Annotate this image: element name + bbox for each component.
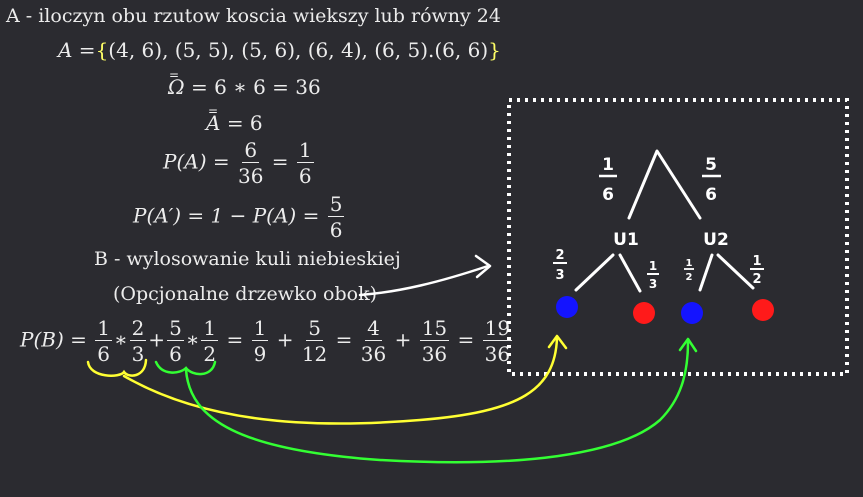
a-card-symbol: A= [206,104,221,135]
yellow-underline [86,358,148,377]
tree-right-den: 6 [705,185,717,205]
a-set-rhs: (4, 6), (5, 5), (5, 6), (6, 4), (6, 5).(… [108,38,489,62]
u1-right-num: 1 [649,259,657,273]
op-eq-2: = [335,327,353,352]
u2-left-num: 1 [686,258,693,269]
pa-lhs: P(A) = [163,149,230,174]
tree-frame [507,98,849,376]
red-ball-u1 [633,302,655,324]
event-a-title: A - iloczyn obu rzutow koscia wiekszy lu… [6,5,501,27]
omega-eq: = 6 ∗ 6 = 36 [190,75,321,99]
left-brace-icon: { [95,38,109,62]
a-set-line: A ={(4, 6), (5, 5), (5, 6), (6, 4), (6, … [58,40,501,60]
u2-right-den: 2 [752,272,761,287]
blue-ball-u1 [556,296,578,318]
note-arrow-head-icon [474,254,492,279]
urn-1-label: U1 [613,230,639,250]
tree-left-num: 1 [602,155,614,175]
a-set-lhs: A = [58,38,96,62]
green-arrow-head-icon [678,337,698,353]
u1-left-num: 2 [555,248,564,263]
u1-right-den: 3 [649,277,657,291]
op-plus-3: + [394,327,412,352]
u2-left-den: 2 [686,272,693,283]
op-plus-2: + [276,327,294,352]
yellow-arrow [122,336,559,425]
u2-branches [698,253,755,292]
op-plus-1: + [148,327,166,352]
op-eq-3: = [457,327,475,352]
green-underline [154,360,217,376]
op-eq-1: = [226,327,244,352]
tree-note: (Opcjonalne drzewko obok) [113,283,378,305]
event-b-title: B - wylosowanie kuli niebieskiej [94,248,401,270]
a-card-eq: = 6 [226,111,263,135]
red-ball-u2 [752,299,774,321]
u1-left-den: 3 [555,268,564,283]
u2-right-num: 1 [752,254,761,269]
tree-right-num: 5 [705,155,717,175]
omega-line: Ω= = 6 ∗ 6 = 36 [168,68,321,99]
pb-lhs: P(B) = [20,327,87,352]
note-arrow [358,264,490,297]
op-times-2: ∗ [185,327,200,352]
a-card-line: A= = 6 [206,104,263,135]
tree-left-den: 6 [602,185,614,205]
u1-branches [574,253,642,293]
pa-eq2: = [271,149,289,174]
blue-ball-u2 [681,302,703,324]
yellow-arrow-head-icon [547,334,568,350]
right-brace-icon: } [488,38,501,62]
tree-top-branches [627,149,702,220]
urn-2-label: U2 [703,230,729,250]
omega-symbol: Ω= [168,68,185,99]
op-times-1: ∗ [113,327,128,352]
green-arrow [184,340,690,464]
pa-comp-lhs: P(A′) = 1 − P(A) = [133,203,320,228]
